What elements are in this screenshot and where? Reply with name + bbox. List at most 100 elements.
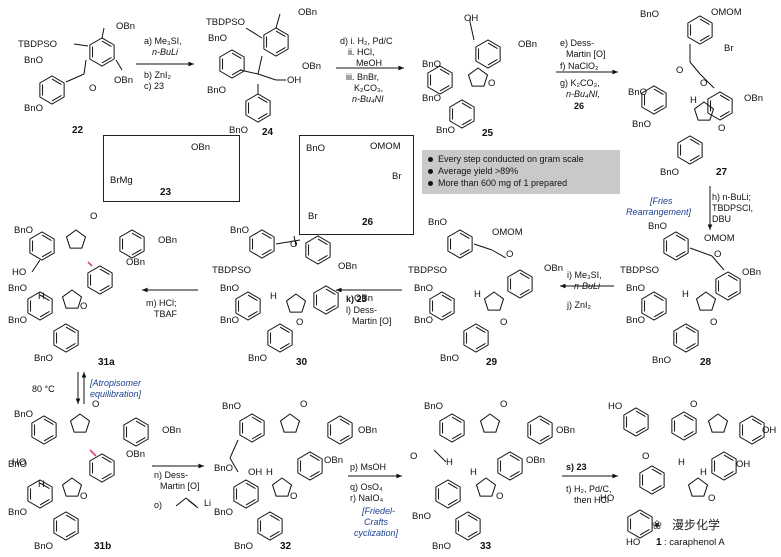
label-obn: OBn <box>114 75 134 86</box>
reaction-arrow-head <box>707 224 713 230</box>
label-obn: OBn <box>354 293 374 304</box>
compound-number-27: 27 <box>716 167 728 178</box>
label-bno: BnO <box>440 353 460 364</box>
label-bno: BnO <box>24 55 44 66</box>
benzene-ring <box>53 511 79 541</box>
label-o: O <box>718 123 726 134</box>
label-bno: BnO <box>428 217 448 228</box>
label-bno: BnO <box>626 315 646 326</box>
bond <box>115 59 123 71</box>
benzene-ring <box>715 271 741 301</box>
benzene-ring <box>29 231 55 261</box>
bond <box>473 243 493 251</box>
benzene-ring <box>87 265 113 295</box>
label-h: H <box>678 457 685 468</box>
bond <box>257 73 277 81</box>
double-bond <box>231 69 242 76</box>
reagent-h: h) n-BuLi; <box>712 192 752 202</box>
highlight-item: More than 600 mg of 1 prepared <box>426 177 620 189</box>
label-o: O <box>410 451 418 462</box>
compound-number-23: 23 <box>160 187 172 198</box>
reagent-d-k2co3: K₂CO₃, <box>354 83 384 93</box>
benzene-ring <box>427 65 453 95</box>
label-bno: BnO <box>34 353 54 364</box>
double-bond <box>261 249 272 256</box>
benzene-ring <box>89 453 115 483</box>
double-bond <box>309 454 320 461</box>
label-ho: HO <box>600 493 615 504</box>
double-bond <box>723 454 734 461</box>
benzene-ring <box>89 37 115 67</box>
compound-number-30: 30 <box>296 357 308 368</box>
label-h: H <box>38 291 45 302</box>
annotation-atropisomer: [Atropisomer <box>90 378 142 388</box>
compound-name-caraphenol: : caraphenol A <box>664 537 725 548</box>
bond <box>229 439 239 459</box>
compound-number-33: 33 <box>480 541 492 552</box>
double-bond <box>461 102 472 109</box>
label-o: O <box>488 78 496 89</box>
label-o: O <box>90 211 98 222</box>
label-o: O <box>500 317 508 328</box>
furan-ring <box>285 293 307 313</box>
double-bond <box>509 471 520 478</box>
label-h: H <box>700 467 707 478</box>
reagent-j: j) ZnI₂ <box>567 300 591 310</box>
compound-number-1: 1 <box>656 537 662 548</box>
label-oh: OH <box>464 13 479 24</box>
reaction-arrow-head <box>188 61 194 67</box>
compound-number-25: 25 <box>482 128 494 139</box>
label-bno: BnO <box>248 353 268 364</box>
double-bond <box>65 531 76 538</box>
reagent-d: d) i. H₂, Pd/C <box>340 36 393 46</box>
label-obn: OBn <box>324 455 344 466</box>
double-bond <box>683 431 694 438</box>
double-bond <box>101 456 112 463</box>
reagent-g: g) K₂CO₃, <box>560 78 600 88</box>
double-bond <box>487 42 498 49</box>
reagent-e: e) Dess- <box>560 38 595 48</box>
reagent-d-nbu4ni: n-Bu₄NI <box>352 94 384 104</box>
double-bond <box>653 88 664 95</box>
benzene-ring <box>507 269 533 299</box>
double-bond <box>317 255 328 262</box>
double-bond <box>275 47 286 54</box>
benzene-ring <box>39 75 65 105</box>
label-bno: BnO <box>424 401 444 412</box>
reaction-arrow-head <box>198 463 204 469</box>
double-bond <box>317 238 328 245</box>
double-bond <box>653 311 664 318</box>
bond <box>31 259 41 273</box>
double-bond <box>727 274 738 281</box>
double-bond <box>475 343 486 350</box>
benzene-ring <box>707 91 733 121</box>
double-bond <box>723 471 734 478</box>
reagent-a-base: n-BuLi <box>152 47 179 57</box>
reagent-a: a) Me₃SI, <box>144 36 182 46</box>
double-bond <box>101 40 112 47</box>
double-bond <box>539 435 550 442</box>
reagent-g-26: 26 <box>574 101 585 111</box>
double-bond <box>459 232 470 239</box>
label-oh: OH <box>736 459 751 470</box>
benzene-ring <box>313 285 339 315</box>
bond <box>65 73 85 83</box>
double-bond <box>279 326 290 333</box>
reaction-arrow-head <box>398 65 404 71</box>
annotation-crafts: Crafts <box>364 517 389 527</box>
furan-ring <box>693 101 715 121</box>
reagent-r: r) NaIO₄ <box>350 493 384 503</box>
label-bno: BnO <box>222 401 242 412</box>
double-bond <box>99 268 110 275</box>
benzene-ring <box>435 479 461 509</box>
furan-ring <box>65 229 87 249</box>
benzene-ring <box>463 323 489 353</box>
label-omom: OMOM <box>704 233 735 244</box>
benzene-ring <box>53 323 79 353</box>
label-o: O <box>89 83 97 94</box>
label-bno: BnO <box>412 511 432 522</box>
double-bond <box>135 420 146 427</box>
benzene-ring <box>673 323 699 353</box>
label-bno: BnO <box>8 283 28 294</box>
double-bond <box>635 410 646 417</box>
